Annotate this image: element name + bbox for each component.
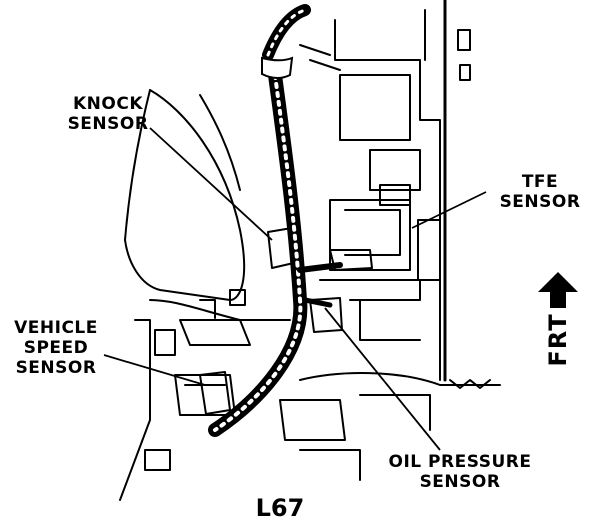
engine-housing-outline [334,19,441,381]
wiring-harness [208,4,343,437]
engine-block-outline [124,89,246,301]
oil-pressure-sensor-label: OIL PRESSURE SENSOR [388,452,532,492]
front-arrow-icon [538,272,578,308]
vehicle-speed-sensor-label: VEHICLE SPEED SENSOR [14,318,98,378]
vehicle-speed-sensor-leader [103,354,206,386]
leader-lines [103,127,487,451]
knock-sensor-label: KNOCK SENSOR [67,94,149,134]
model-code: L67 [255,494,305,522]
tfe-sensor-leader [411,191,487,229]
oil-pressure-sensor-leader [324,307,441,451]
knock-sensor-leader [149,127,273,241]
lower-engine-outline [149,299,291,321]
front-orientation-label: FRT [544,313,572,367]
tfe-sensor-label: TFE SENSOR [499,172,581,212]
vehicle-speed-sensor-body [199,371,231,415]
